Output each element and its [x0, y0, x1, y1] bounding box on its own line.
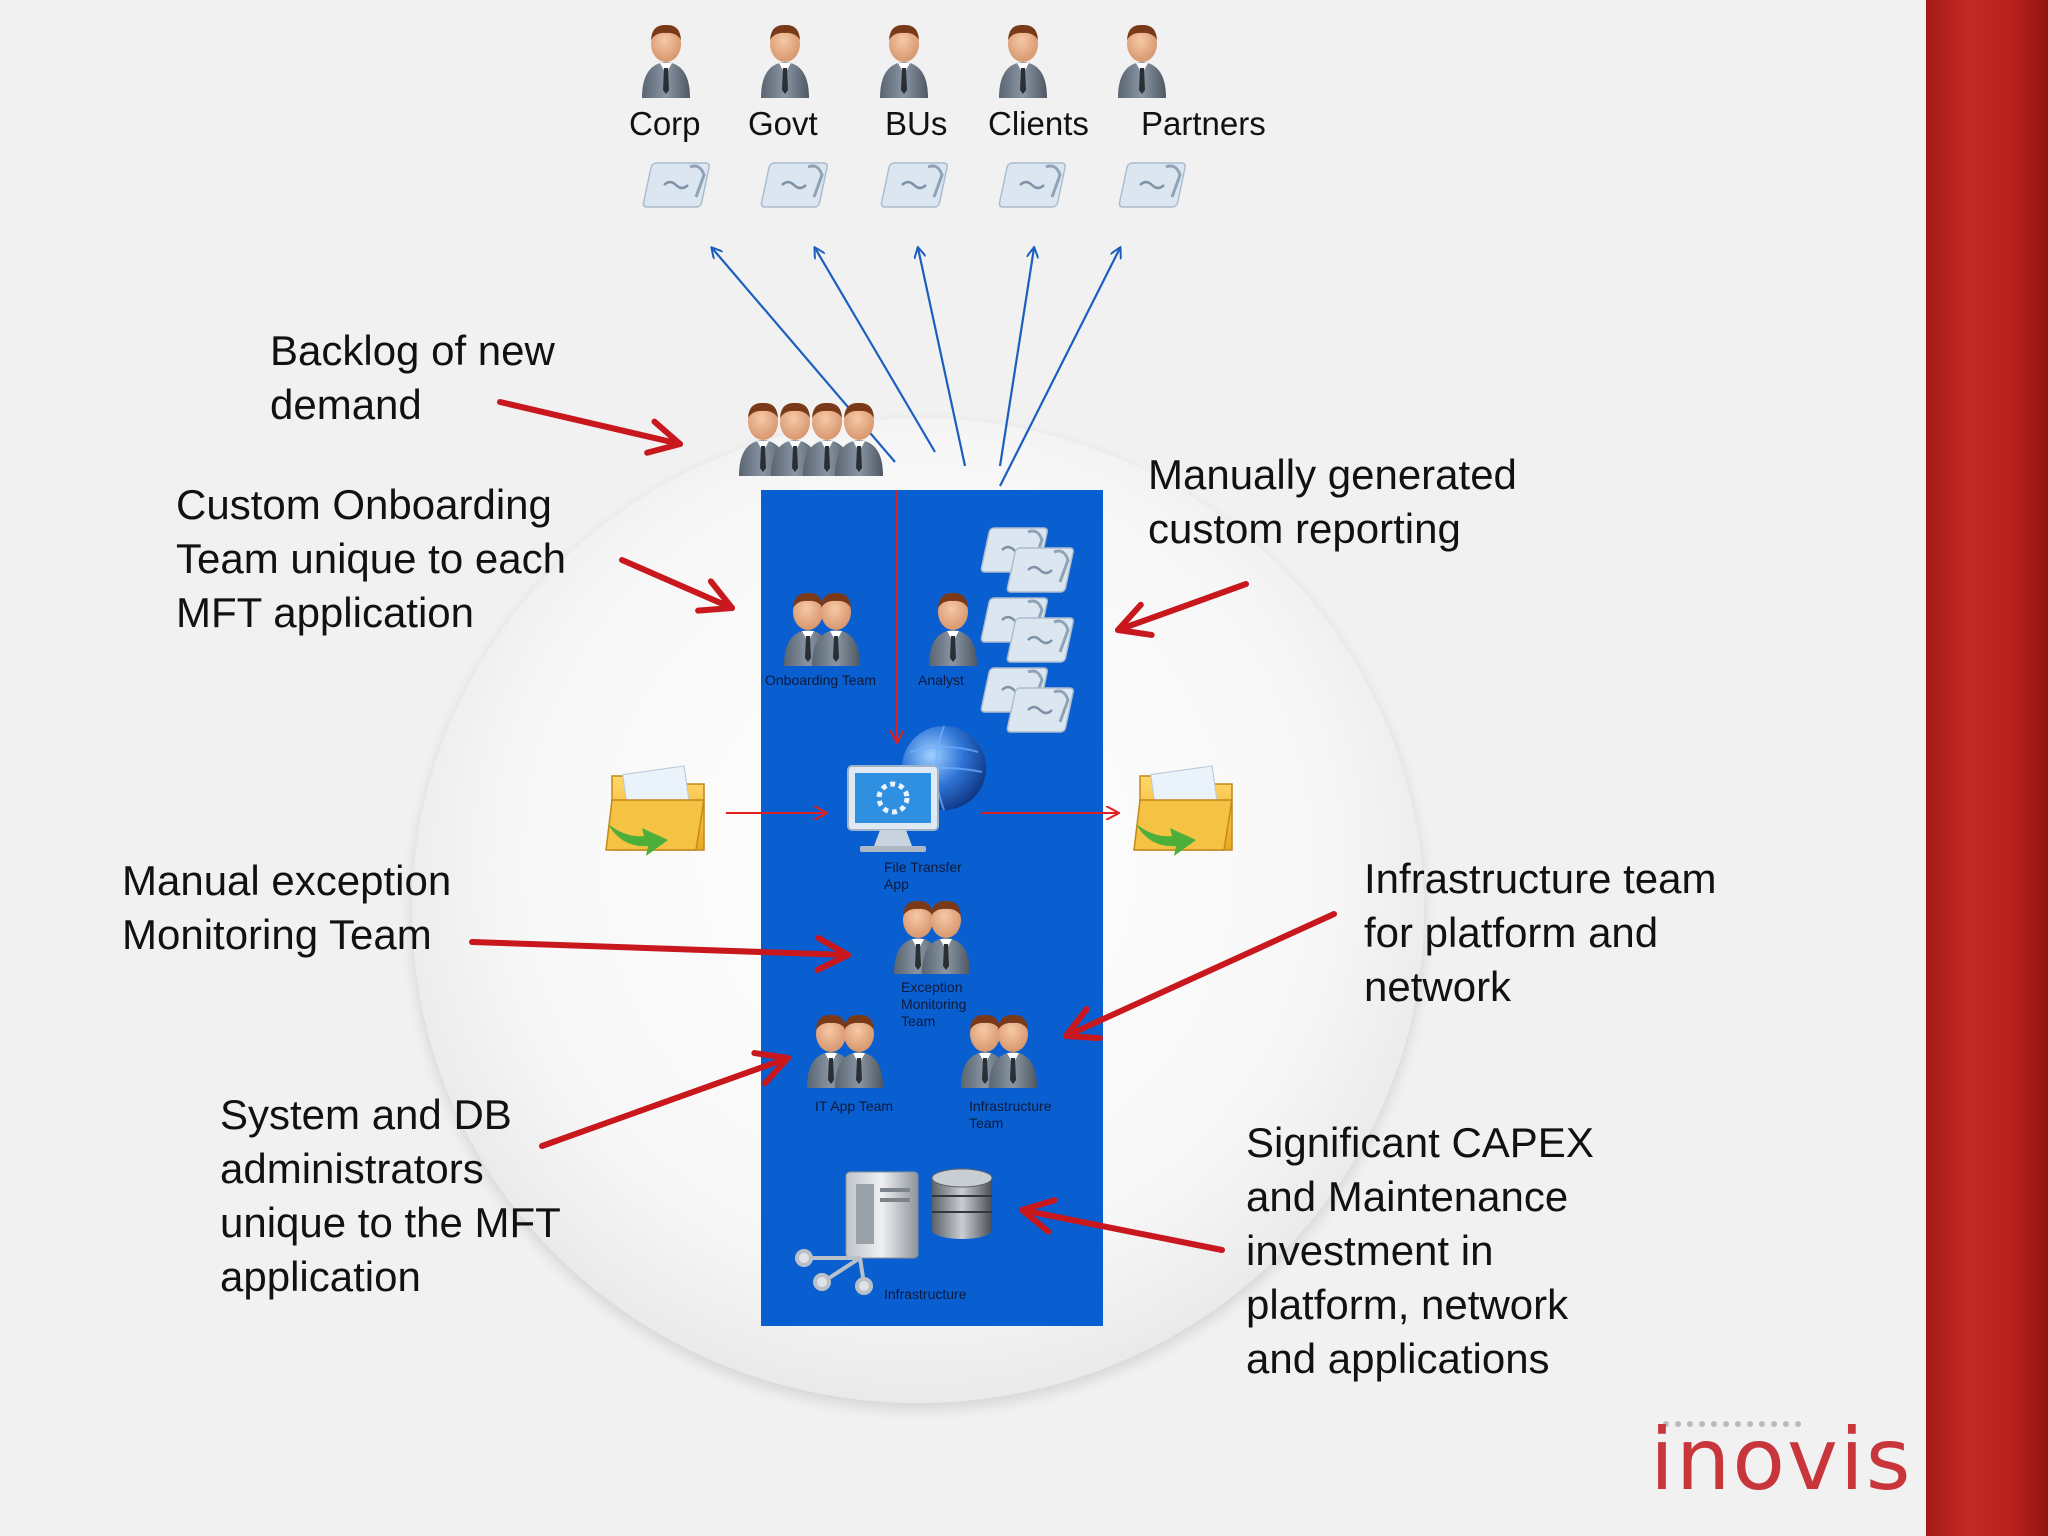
- network-icon: [795, 1249, 873, 1295]
- stakeholder-label-govt: Govt: [748, 105, 818, 142]
- document-icon: [1117, 161, 1188, 209]
- label-onboarding-team: Onboarding Team: [765, 672, 877, 688]
- onboarding-arrow: [619, 557, 735, 614]
- person-icon: [999, 24, 1047, 98]
- label-analyst: Analyst: [918, 672, 964, 688]
- inbound-folder-icon: [605, 765, 705, 857]
- document-icon: [879, 161, 950, 209]
- stakeholder-label-clients: Clients: [988, 105, 1089, 142]
- backlog-arrow: [497, 399, 683, 456]
- report-documents: [979, 526, 1076, 734]
- person-icon: [642, 24, 690, 98]
- person-icon: [929, 592, 977, 666]
- person-icon: [1118, 24, 1166, 98]
- document-icon: [1005, 546, 1076, 594]
- panel-icons: [784, 526, 1076, 1295]
- delivery-arrows: [712, 248, 1120, 487]
- brand-side-bar: [1926, 0, 2048, 1536]
- backlog-crowd: [739, 402, 883, 476]
- inovis-logo: inovis: [1650, 1410, 1913, 1510]
- admins-arrow: [539, 1050, 791, 1149]
- stakeholder-label-corp: Corp: [629, 105, 701, 142]
- infra-team-arrow: [1063, 911, 1337, 1042]
- stakeholder-documents: [641, 161, 1188, 209]
- callout-arrows: [469, 399, 1337, 1253]
- label-infrastructure: Infrastructure: [884, 1286, 967, 1302]
- document-icon: [1005, 616, 1076, 664]
- monitor-icon: [847, 765, 939, 852]
- file-flow-arrows: [726, 490, 1118, 813]
- document-icon: [759, 161, 830, 209]
- outbound-folder-icon: [1133, 765, 1233, 857]
- label-it-app-team: IT App Team: [815, 1098, 894, 1114]
- reporting-arrow: [1115, 581, 1249, 638]
- logo-dots: [1663, 1421, 1801, 1427]
- document-icon: [641, 161, 712, 209]
- person-icon: [880, 24, 928, 98]
- database-icon: [931, 1168, 993, 1239]
- person-icon: [761, 24, 809, 98]
- capex-arrow: [1019, 1197, 1225, 1253]
- monitoring-arrow: [469, 934, 851, 973]
- server-icon: [845, 1171, 919, 1259]
- stakeholder-label-partners: Partners: [1141, 105, 1266, 142]
- document-icon: [997, 161, 1068, 209]
- stakeholder-label-bus: BUs: [885, 105, 948, 142]
- document-icon: [1005, 686, 1076, 734]
- stakeholder-icons: [642, 24, 1166, 98]
